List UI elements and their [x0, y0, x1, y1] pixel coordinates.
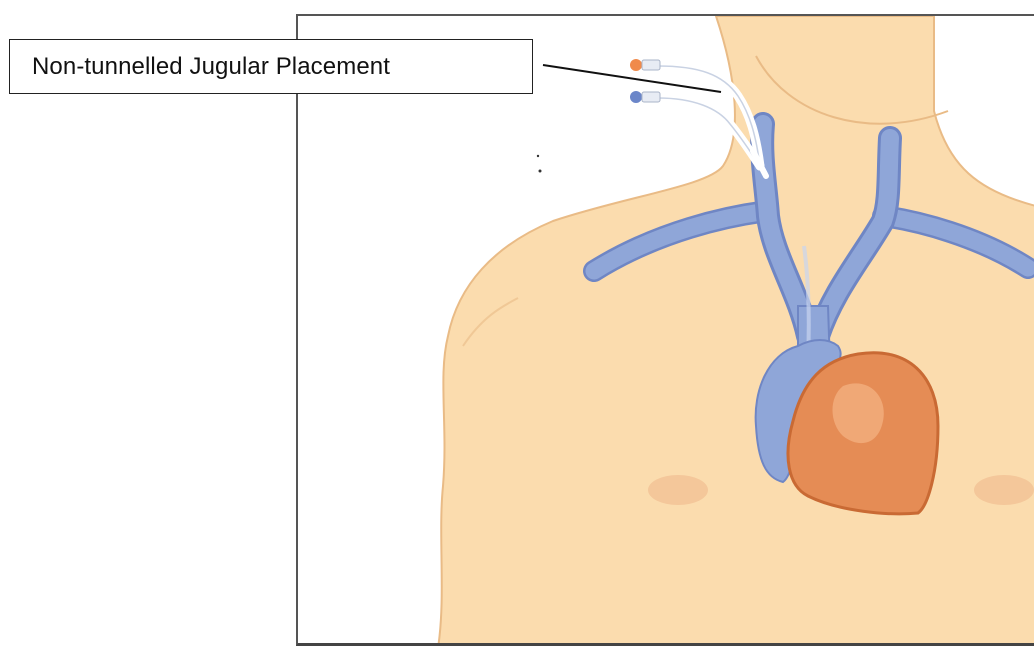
torso: [438, 16, 1034, 646]
illustration-frame: [296, 14, 1034, 646]
callout-label: Non-tunnelled Jugular Placement: [32, 53, 390, 81]
left-nipple: [648, 475, 708, 505]
anatomy-illustration: [298, 16, 1034, 646]
catheter-cap-orange: [630, 59, 642, 71]
right-nipple: [974, 475, 1034, 505]
callout-label-box: Non-tunnelled Jugular Placement: [9, 39, 533, 94]
catheter-cap-blue: [630, 91, 642, 103]
